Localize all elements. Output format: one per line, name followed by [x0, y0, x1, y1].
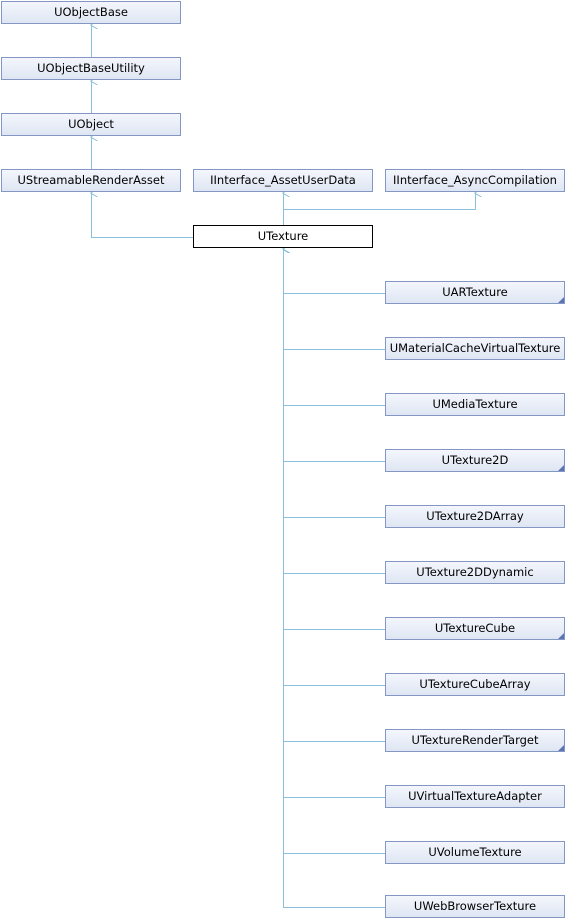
inheritance-edge-utexture-to-iinterface_asynccompilation	[283, 193, 476, 225]
class-label: UVirtualTextureAdapter	[408, 789, 542, 803]
inheritance-edge-utexturerendertarget-to-utexture	[284, 249, 385, 742]
class-node-uvolumetexture[interactable]: UVolumeTexture	[385, 841, 565, 864]
class-node-umediatexture[interactable]: UMediaTexture	[385, 393, 565, 416]
class-label: UTexture2DArray	[426, 509, 524, 523]
inheritance-edge-uwebbrowsertexture-to-utexture	[284, 249, 385, 908]
inheritance-edge-utexture2d-to-utexture	[284, 249, 385, 462]
inheritance-edge-umediatexture-to-utexture	[284, 249, 385, 406]
class-label: UARTexture	[442, 285, 508, 299]
class-label: UTexture2D	[441, 453, 509, 467]
class-node-utexture2ddynamic[interactable]: UTexture2DDynamic	[385, 561, 565, 584]
inheritance-edge-uartexture-to-utexture	[284, 249, 385, 294]
class-node-umaterialcachevirtualtexture[interactable]: UMaterialCacheVirtualTexture	[385, 337, 565, 360]
inheritance-edge-uvirtualtextureadapter-to-utexture	[284, 249, 385, 798]
class-node-uobjectbase[interactable]: UObjectBase	[1, 1, 181, 24]
class-node-iinterface-assetuserdata[interactable]: IInterface_AssetUserData	[193, 169, 373, 192]
class-label: UObjectBaseUtility	[37, 61, 145, 75]
inheritance-edge-utexture2ddynamic-to-utexture	[284, 249, 385, 574]
class-node-utexture2d[interactable]: UTexture2D	[385, 449, 565, 472]
class-node-uobject[interactable]: UObject	[1, 113, 181, 136]
class-label: UTextureCube	[434, 621, 516, 635]
class-label: UTextureRenderTarget	[411, 733, 539, 747]
class-label: UVolumeTexture	[428, 845, 522, 859]
inheritance-edge-umaterialcachevirtualtexture-to-utexture	[284, 249, 385, 350]
has-subclasses-marker-icon	[558, 745, 564, 751]
has-subclasses-marker-icon	[558, 297, 564, 303]
class-label: UTexture	[257, 229, 309, 243]
class-label: UObjectBase	[54, 5, 128, 19]
class-node-uartexture[interactable]: UARTexture	[385, 281, 565, 304]
inheritance-edge-utexture2darray-to-utexture	[284, 249, 385, 518]
class-label: UWebBrowserTexture	[413, 899, 537, 913]
class-label: IInterface_AssetUserData	[210, 173, 356, 187]
class-node-uwebbrowsertexture[interactable]: UWebBrowserTexture	[385, 895, 565, 918]
class-node-iinterface-asynccompilation[interactable]: IInterface_AsyncCompilation	[385, 169, 565, 192]
class-node-utexturerendertarget[interactable]: UTextureRenderTarget	[385, 729, 565, 752]
class-label: IInterface_AsyncCompilation	[393, 173, 557, 187]
has-subclasses-marker-icon	[558, 465, 564, 471]
class-node-utexturecube[interactable]: UTextureCube	[385, 617, 565, 640]
class-node-uvirtualtextureadapter[interactable]: UVirtualTextureAdapter	[385, 785, 565, 808]
class-node-uobjectbaseutility[interactable]: UObjectBaseUtility	[1, 57, 181, 80]
has-subclasses-marker-icon	[558, 633, 564, 639]
class-label: UMediaTexture	[432, 397, 518, 411]
class-node-ustreamablerenderasset[interactable]: UStreamableRenderAsset	[1, 169, 181, 192]
inheritance-edge-utexture-to-ustreamablerenderasset	[92, 193, 193, 238]
class-node-utexture-current: UTexture	[193, 225, 373, 248]
class-label: UMaterialCacheVirtualTexture	[389, 341, 561, 355]
class-label: UTexture2DDynamic	[416, 565, 534, 579]
inheritance-edge-utexturecubearray-to-utexture	[284, 249, 385, 686]
inheritance-edge-utexturecube-to-utexture	[284, 249, 385, 630]
class-label: UTextureCubeArray	[419, 677, 531, 691]
inheritance-edge-uvolumetexture-to-utexture	[284, 249, 385, 854]
class-label: UStreamableRenderAsset	[17, 173, 165, 187]
class-node-utexturecubearray[interactable]: UTextureCubeArray	[385, 673, 565, 696]
class-label: UObject	[68, 117, 114, 131]
class-node-utexture2darray[interactable]: UTexture2DArray	[385, 505, 565, 528]
